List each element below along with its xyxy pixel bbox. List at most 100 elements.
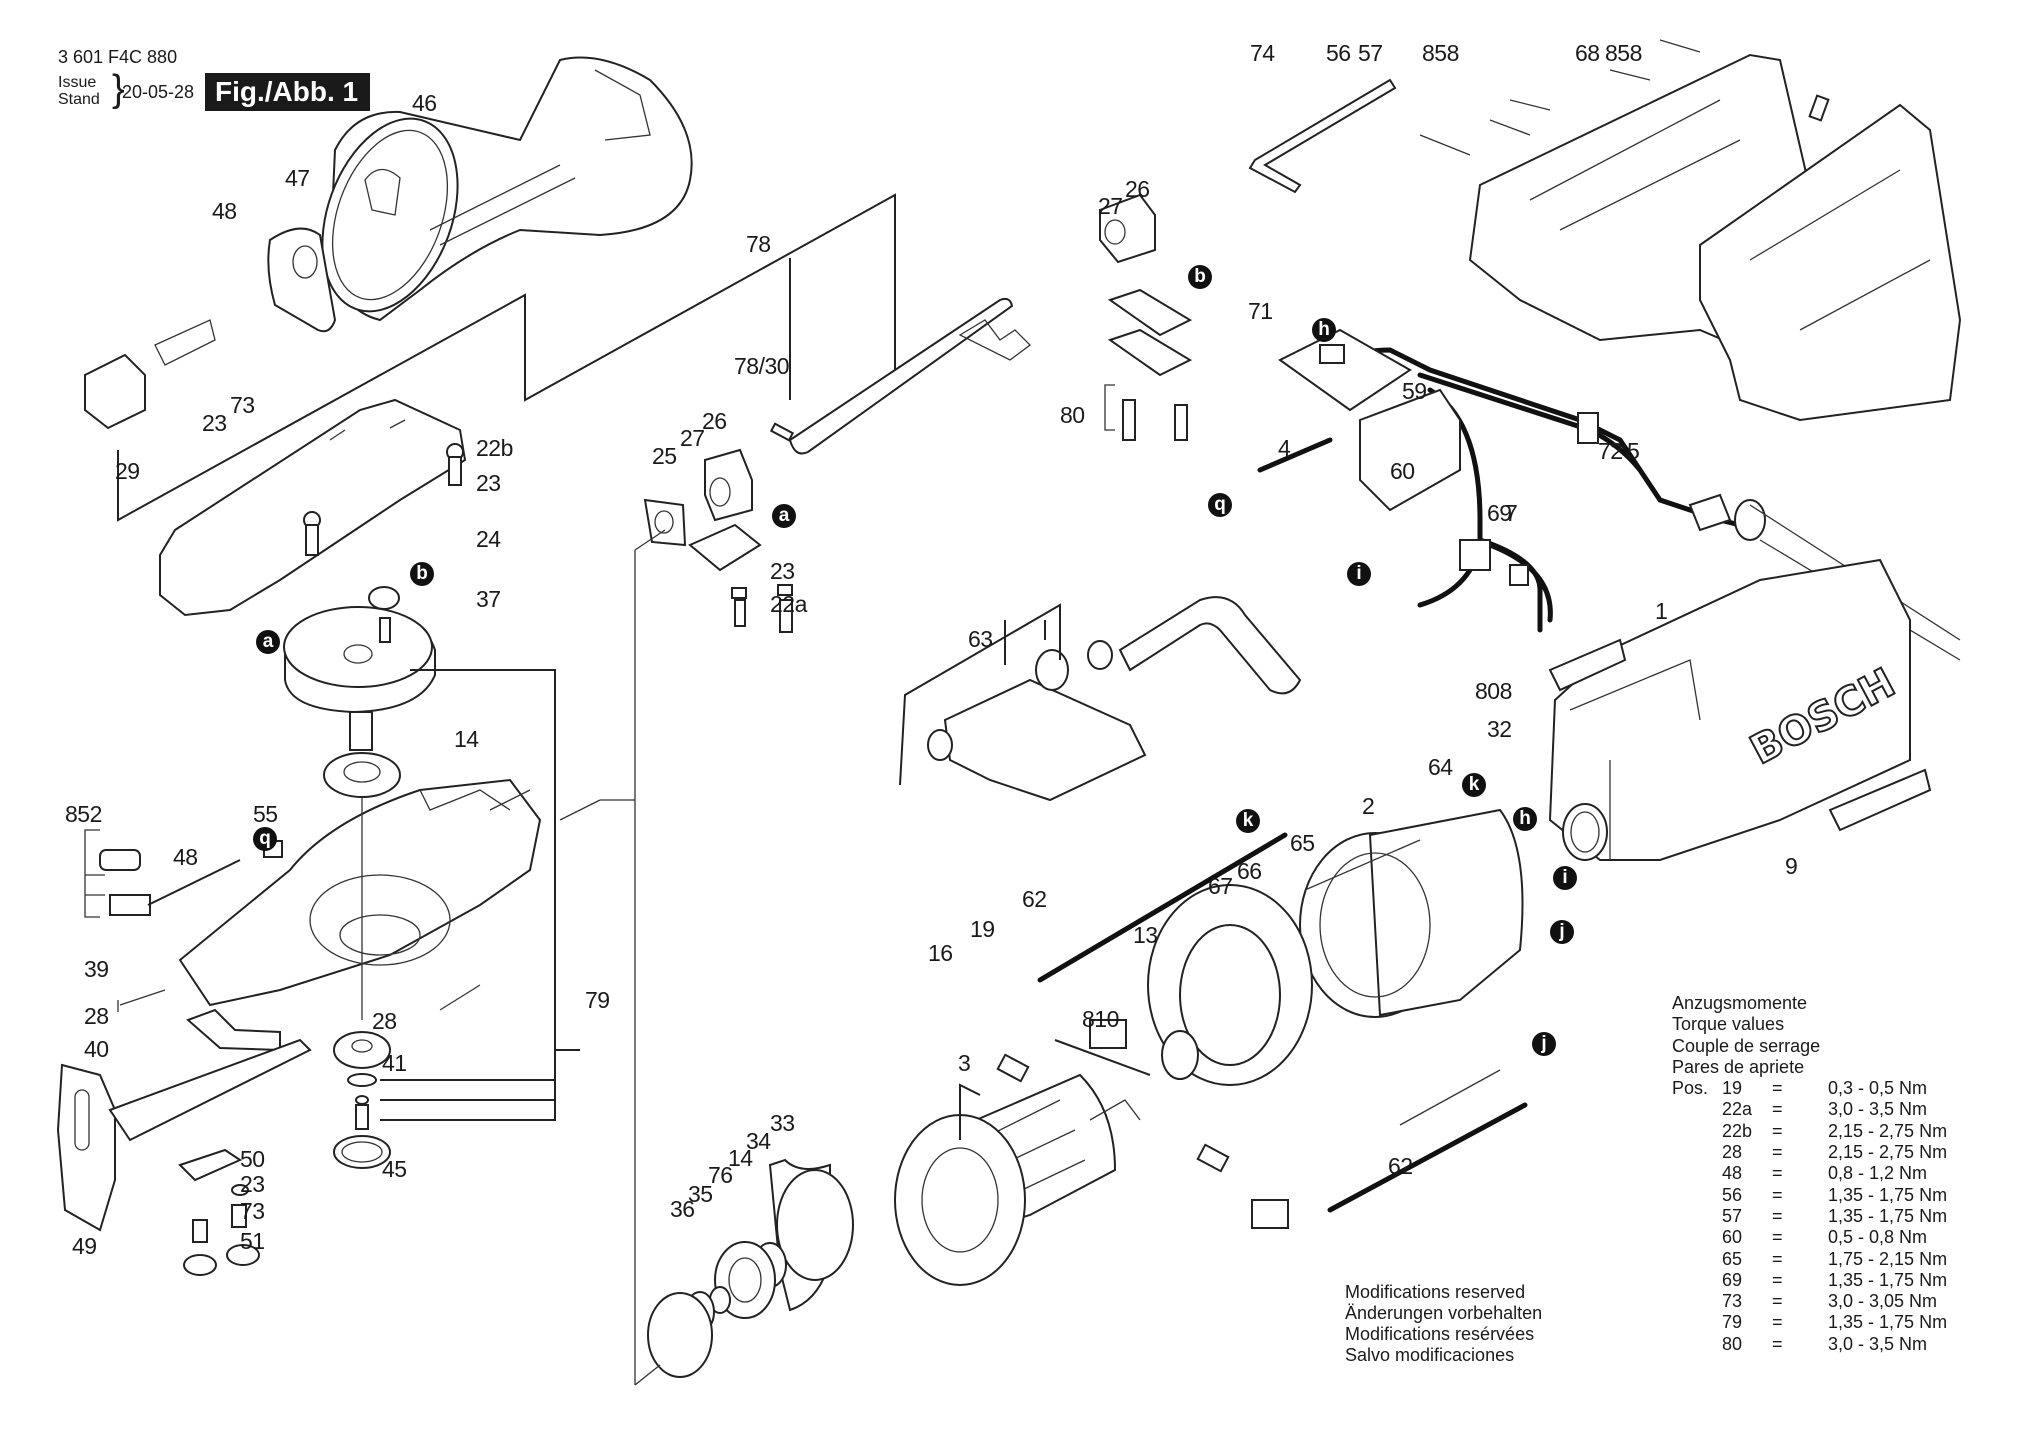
connection-marker-k: k — [1462, 773, 1486, 797]
connection-marker-q: q — [1208, 493, 1232, 517]
callout: 78 — [746, 231, 771, 257]
callout: 858 — [1422, 40, 1459, 66]
callout: 858 — [1605, 40, 1642, 66]
part-clamp — [84, 353, 146, 430]
torque-value: 1,75 - 2,15 Nm — [1828, 1248, 1948, 1269]
callout: 22b — [476, 435, 513, 461]
callout: 64 — [1428, 754, 1453, 780]
part-switch-block — [109, 894, 151, 916]
callout: 48 — [173, 844, 198, 870]
callout: 7 — [1505, 500, 1518, 526]
part-cover-plate — [186, 1008, 281, 1052]
callout: 26 — [1125, 176, 1150, 202]
callout: 68 — [1575, 40, 1600, 66]
callout: 59 — [1402, 378, 1427, 404]
connection-marker-h: h — [1513, 807, 1537, 831]
torque-value: 2,15 - 2,75 Nm — [1828, 1142, 1948, 1163]
torque-position: 28 — [1722, 1142, 1743, 1163]
callout: 22a — [770, 591, 807, 617]
part-cable-clamp-59 — [1577, 412, 1599, 444]
torque-row: 79=1,35 - 1,75 Nm — [1672, 1312, 1947, 1333]
torque-equals: = — [1772, 1333, 1783, 1354]
callout: 50 — [240, 1146, 265, 1172]
torque-position: 57 — [1722, 1205, 1743, 1226]
part-stator — [1299, 808, 1524, 1018]
callout: 72 — [1598, 438, 1623, 464]
torque-pos-label — [1672, 1227, 1722, 1248]
brace-glyph: } — [112, 68, 125, 110]
callout: 79 — [585, 987, 610, 1013]
connection-marker-i: i — [1553, 866, 1577, 890]
torque-value: 1,35 - 1,75 Nm — [1828, 1205, 1948, 1226]
torque-value: 3,0 - 3,05 Nm — [1828, 1291, 1938, 1312]
issue-date: 20-05-28 — [122, 82, 195, 102]
torque-pos-label: Pos. — [1672, 1078, 1709, 1099]
torque-value: 1,35 - 1,75 Nm — [1828, 1269, 1948, 1290]
torque-pos-label — [1672, 1121, 1722, 1142]
torque-position: 65 — [1722, 1248, 1743, 1269]
part-front-cover — [321, 56, 693, 322]
torque-pos-label — [1672, 1249, 1722, 1270]
callout: 5 — [1627, 438, 1640, 464]
callout: 25 — [652, 443, 677, 469]
callout: 27 — [1098, 193, 1123, 219]
part-number: 3 601 F4C 880 — [58, 47, 178, 67]
callout: 23 — [476, 470, 501, 496]
note-line: Modifications resérvées — [1345, 1324, 1535, 1344]
torque-position: 60 — [1722, 1227, 1743, 1248]
torque-equals: = — [1772, 1120, 1783, 1141]
part-gear-housing — [178, 778, 542, 1007]
callout: 27 — [680, 425, 705, 451]
callout: 60 — [1390, 458, 1415, 484]
stand-label: Stand — [58, 91, 100, 108]
torque-value: 3,0 - 3,5 Nm — [1828, 1333, 1928, 1354]
callout: 36 — [670, 1196, 695, 1222]
callout: 14 — [454, 726, 479, 752]
torque-row: 73=3,0 - 3,05 Nm — [1672, 1291, 1947, 1312]
torque-pos-label — [1672, 1312, 1722, 1333]
callout: 26 — [702, 408, 727, 434]
callout: 55 — [253, 801, 278, 827]
torque-title: Pares de apriete — [1672, 1056, 1805, 1077]
torque-equals: = — [1772, 1205, 1783, 1226]
figure-label: Fig./Abb. 1 — [205, 73, 371, 111]
torque-equals: = — [1772, 1312, 1783, 1333]
torque-value: 0,8 - 1,2 Nm — [1828, 1163, 1928, 1184]
callout: 48 — [212, 198, 237, 224]
torque-row: 60=0,5 - 0,8 Nm — [1672, 1227, 1947, 1248]
torque-equals: = — [1772, 1291, 1783, 1312]
callout: 24 — [476, 526, 501, 552]
torque-row: 22b=2,15 - 2,75 Nm — [1672, 1121, 1947, 1142]
issue-label: Issue — [58, 74, 97, 91]
part-armature — [894, 1073, 1117, 1286]
callout: 37 — [476, 586, 501, 612]
torque-row: 57 = 1,35 - 1,75 Nm — [1672, 1206, 1947, 1227]
part-cable-sleeve — [1734, 499, 1766, 541]
torque-values-table: Anzugsmomente Torque values Couple de se… — [1672, 993, 1947, 1355]
callout: 73 — [240, 1198, 265, 1224]
part-brush-holder-bottom — [1251, 1199, 1289, 1229]
torque-row: 80 = 3,0 - 3,5 Nm — [1672, 1334, 1947, 1355]
torque-equals: = — [1772, 1099, 1783, 1120]
torque-position: 22b — [1722, 1120, 1753, 1141]
callout: 39 — [84, 956, 109, 982]
torque-value: 1,35 - 1,75 Nm — [1828, 1184, 1948, 1205]
torque-value: 3,0 - 3,5 Nm — [1828, 1099, 1928, 1120]
part-ball-bearing-top — [323, 711, 401, 798]
callout: 1 — [1655, 598, 1668, 624]
torque-position: 80 — [1722, 1333, 1743, 1354]
connection-marker-b: b — [1188, 265, 1212, 289]
callout: 28 — [84, 1003, 109, 1029]
callout: 33 — [770, 1110, 795, 1136]
torque-position: 19 — [1722, 1078, 1743, 1099]
note-line: Änderungen vorbehalten — [1345, 1303, 1543, 1323]
part-shoe — [56, 1038, 312, 1232]
callout: 19 — [970, 916, 995, 942]
issue-stand-label: Issue Stand — [58, 74, 100, 108]
torque-pos-label — [1672, 1270, 1722, 1291]
callout: 51 — [240, 1228, 265, 1254]
part-o-ring-36 — [647, 1292, 713, 1378]
connection-marker-q: q — [253, 827, 277, 851]
part-shoe-plate — [178, 1148, 243, 1182]
